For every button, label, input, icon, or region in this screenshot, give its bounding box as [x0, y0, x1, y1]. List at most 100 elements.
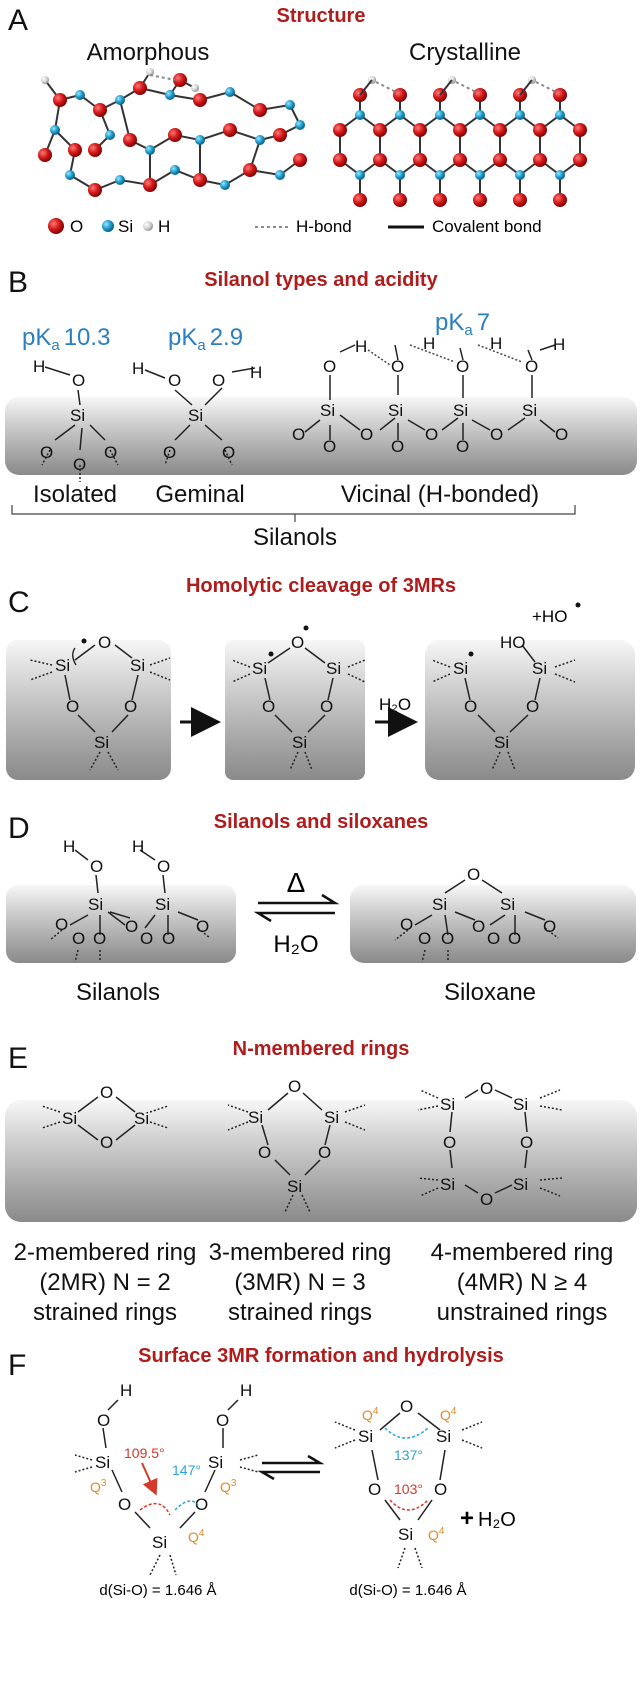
svg-text:O: O	[93, 929, 106, 948]
dist-left: d(Si-O) = 1.646 Å	[99, 1582, 216, 1599]
label-plus-ho: +HO	[532, 607, 567, 626]
angle-147: 147°	[172, 1462, 201, 1478]
amorphous-atoms	[38, 68, 307, 197]
legend-hbond: H-bond	[296, 217, 352, 236]
svg-text:O: O	[318, 1143, 331, 1162]
svg-text:Si: Si	[62, 1109, 77, 1128]
label-h2o-d: H₂O	[273, 931, 318, 958]
legend-silicon: Si	[118, 217, 133, 236]
svg-text:Si: Si	[513, 1095, 528, 1114]
svg-text:O: O	[456, 437, 469, 456]
svg-text:O: O	[157, 857, 170, 876]
geminal-labels: H O O H Si O O	[132, 359, 262, 462]
svg-text:O: O	[443, 1133, 456, 1152]
angle-109: 109.5°	[124, 1445, 165, 1461]
svg-text:O: O	[288, 1077, 301, 1096]
svg-text:O: O	[140, 929, 153, 948]
label-delta: Δ	[287, 867, 306, 898]
svg-text:O: O	[90, 857, 103, 876]
panel-letter-f: F	[8, 1349, 26, 1382]
svg-text:O: O	[323, 437, 336, 456]
caption-4mr-line3: unstrained rings	[437, 1299, 608, 1326]
svg-text:O: O	[163, 443, 176, 462]
svg-text:O: O	[323, 357, 336, 376]
label-geminal: Geminal	[155, 481, 244, 508]
svg-text:Si: Si	[513, 1175, 528, 1194]
svg-text:O: O	[400, 915, 413, 934]
svg-text:Si: Si	[252, 659, 267, 678]
surface-slab-c3	[425, 640, 635, 780]
label-vicinal: Vicinal (H-bonded)	[341, 481, 539, 508]
svg-text:Si: Si	[440, 1175, 455, 1194]
panel-letter-d: D	[8, 812, 30, 845]
label-siloxane-d: Siloxane	[444, 979, 536, 1006]
svg-text:O: O	[100, 1133, 113, 1152]
svg-text:O: O	[480, 1079, 493, 1098]
vicinal-hbonds	[367, 344, 523, 366]
svg-text:Si: Si	[432, 895, 447, 914]
angle-137-arc	[384, 1427, 429, 1439]
label-isolated: Isolated	[33, 481, 117, 508]
svg-text:O: O	[456, 357, 469, 376]
angle-109-arc	[139, 1502, 171, 1516]
svg-text:O: O	[490, 425, 503, 444]
crystalline-hbonds	[375, 81, 557, 93]
siloxane-d	[394, 879, 559, 963]
svg-text:Si: Si	[326, 659, 341, 678]
equilibrium-arrows-d	[253, 893, 340, 923]
svg-text:O: O	[467, 865, 480, 884]
ring-c2-labels: Si O Si O O Si	[252, 625, 341, 752]
silanols-d-labels: H O Si H O Si O O O O O O O	[55, 837, 209, 948]
svg-text:Si: Si	[358, 1427, 373, 1446]
q4-right-3: Q4	[428, 1526, 445, 1543]
panel-letter-c: C	[8, 586, 30, 619]
panel-c: C Homolytic cleavage of 3MRs Si O Si O O…	[6, 575, 635, 780]
panel-a: A Structure Amorphous Crystalline	[8, 4, 587, 236]
panel-d: D Silanols and siloxanes H O Si H O Si O…	[6, 811, 636, 1006]
caption-4mr-line2: (4MR) N ≥ 4	[457, 1269, 588, 1296]
legend-hydrogen-swatch	[143, 221, 153, 231]
label-crystalline: Crystalline	[409, 39, 521, 66]
svg-text:Si: Si	[88, 895, 103, 914]
svg-text:H: H	[132, 359, 144, 378]
angle-137: 137°	[394, 1447, 423, 1463]
svg-text:H: H	[120, 1381, 132, 1400]
ring-c1	[29, 644, 171, 771]
svg-text:Si: Si	[532, 659, 547, 678]
ring-c1-labels: Si O Si O O Si	[55, 633, 145, 752]
amorphous-hbond	[149, 74, 176, 81]
plus-sign: +	[460, 1505, 474, 1532]
crystalline-atoms	[333, 76, 587, 207]
svg-text:O: O	[320, 697, 333, 716]
caption-2mr-line3: strained rings	[33, 1299, 177, 1326]
panel-letter-a: A	[8, 4, 28, 37]
svg-text:O: O	[520, 1133, 533, 1152]
svg-text:Si: Si	[324, 1108, 339, 1127]
svg-text:O: O	[212, 371, 225, 390]
svg-text:Si: Si	[388, 401, 403, 420]
dist-right: d(Si-O) = 1.646 Å	[349, 1582, 466, 1599]
svg-text:O: O	[526, 697, 539, 716]
equilibrium-arrows-f	[257, 1454, 325, 1481]
svg-text:O: O	[104, 443, 117, 462]
svg-text:Si: Si	[55, 656, 70, 675]
panel-title-c: Homolytic cleavage of 3MRs	[186, 575, 456, 597]
svg-text:O: O	[66, 697, 79, 716]
label-ho: HO	[500, 633, 526, 652]
panel-title-d: Silanols and siloxanes	[214, 811, 429, 833]
svg-text:O: O	[441, 929, 454, 948]
svg-text:O: O	[168, 371, 181, 390]
ring-c3-labels: Si HO Si O O Si +HO	[453, 602, 581, 752]
svg-text:Si: Si	[134, 1109, 149, 1128]
panel-title-f: Surface 3MR formation and hydrolysis	[138, 1345, 504, 1367]
caption-3mr-line1: 3-membered ring	[209, 1239, 392, 1266]
svg-text:O: O	[195, 1495, 208, 1514]
caption-2mr-line1: 2-membered ring	[14, 1239, 197, 1266]
svg-text:O: O	[391, 357, 404, 376]
svg-text:O: O	[555, 425, 568, 444]
svg-text:H: H	[132, 837, 144, 856]
panel-letter-e: E	[8, 1042, 28, 1075]
svg-text:O: O	[124, 697, 137, 716]
svg-text:O: O	[360, 425, 373, 444]
